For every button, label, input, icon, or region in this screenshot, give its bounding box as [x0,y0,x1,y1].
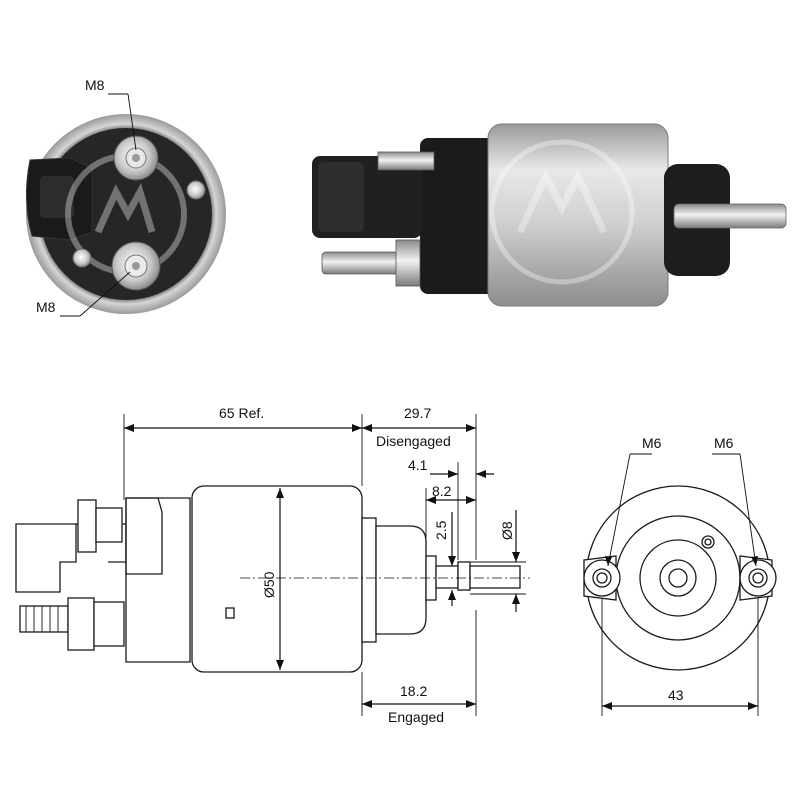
dim-29-7: 29.7 [404,405,431,421]
side-photo-plunger-bolt [673,203,787,229]
dim-8-2: 8.2 [432,483,452,499]
side-photo-top-bolt [377,151,435,171]
dim-shaft-diameter: Ø8 [499,521,515,540]
dim-stud-spacing: 43 [668,687,684,703]
leader-top-m8 [127,93,137,151]
drawing-rear-cap [375,525,427,635]
side-photo-black-cap [420,138,498,294]
label-engaged: Engaged [388,709,444,725]
drawing-cap [125,497,191,663]
label-left-m6: M6 [642,435,662,451]
label-bottom-m8: M8 [36,299,56,315]
drawing-end-dimensions: M6 M6 43 [601,435,759,716]
label-disengaged: Disengaged [376,433,451,449]
end-drawing-right-stud [739,559,777,597]
drawing-side-dimensions: 65 Ref. 29.7 Disengaged 4.1 8.2 2.5 [123,405,526,725]
leader-bottom-m8 [79,271,131,317]
drawing-top-nut [77,499,97,553]
end-view-connector-socket [40,176,74,218]
dim-2-5: 2.5 [433,520,449,540]
label-top-m8: M8 [85,77,105,93]
drawing-end-view [583,485,777,671]
dim-4-1: 4.1 [408,457,428,473]
dim-18-2: 18.2 [400,683,427,699]
photo-end-view: M8 M8 [25,77,226,317]
drawing-plunger [435,565,459,589]
photo-side-view [312,123,787,307]
drawing-bottom-stud [19,605,69,633]
label-right-m6: M6 [714,435,734,451]
dim-body-diameter: Ø50 [261,571,277,598]
end-drawing-left-stud [583,559,621,597]
drawing-connector [15,523,77,593]
drawing-main-body [191,485,363,673]
drawing-flange [361,517,377,643]
dim-overall-length: 65 Ref. [219,405,264,421]
drawing-side-view [15,485,530,673]
